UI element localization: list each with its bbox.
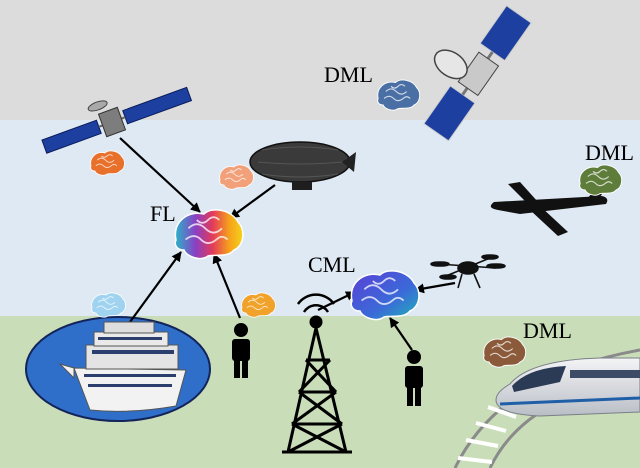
train-icon: [495, 357, 640, 417]
arrow-person-to-fl: [212, 253, 242, 319]
arrows: [119, 137, 456, 351]
arrow-ship-to-fl: [129, 251, 182, 323]
brain-icon-person: [241, 292, 276, 318]
brain-icon-dml-space: [377, 79, 421, 111]
label-fl: FL: [150, 201, 176, 226]
cell-tower-icon: [282, 293, 352, 454]
label-dml-ground: DML: [523, 318, 572, 343]
brain-icon-airship: [219, 164, 254, 190]
brain-icon-ship: [91, 292, 126, 318]
brain-icon-dml-air: [579, 164, 623, 196]
user-icon: [232, 323, 250, 378]
brain-icon-satellite: [90, 150, 125, 176]
airship-icon: [249, 141, 356, 190]
arrow-drone-to-cml: [414, 281, 456, 294]
label-cml: CML: [308, 252, 356, 277]
drone-icon: [430, 254, 506, 289]
cruise-ship-icon: [58, 321, 187, 412]
brain-icon-cml: [350, 270, 420, 321]
label-dml-space: DML: [324, 62, 373, 87]
arrow-person2-to-cml: [389, 317, 413, 351]
brain-icon-dml-ground: [483, 336, 527, 368]
satellite-icon-left: [41, 86, 193, 154]
user-icon-2: [405, 350, 423, 406]
label-dml-air: DML: [585, 140, 634, 165]
arrow-satellite-to-fl: [119, 137, 201, 213]
brain-icon-fl: [174, 209, 244, 260]
space-band: [0, 0, 640, 120]
arrow-airship-to-fl: [229, 184, 276, 219]
satellite-icon-right: [423, 5, 532, 142]
